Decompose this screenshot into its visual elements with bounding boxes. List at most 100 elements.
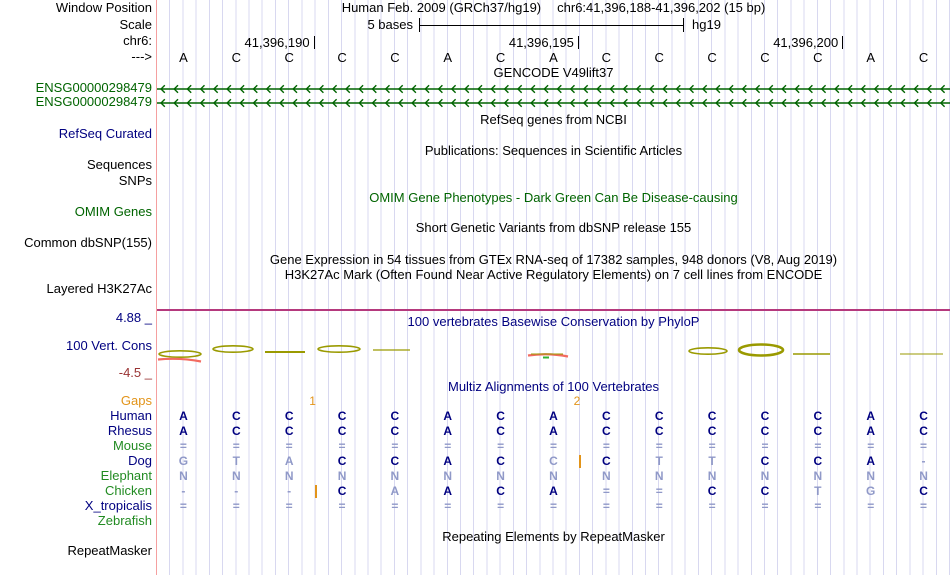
alignment-cell: =: [867, 499, 875, 513]
track-area-left-border: [156, 0, 157, 575]
alignment-cell: C: [496, 424, 505, 438]
alignment-cell: C: [390, 454, 400, 468]
strand-direction-label: --->: [131, 49, 152, 64]
base-letter: C: [495, 50, 506, 65]
gene-id-label[interactable]: ENSG00000298479: [35, 80, 152, 95]
gene-strand-arrows[interactable]: [157, 84, 950, 94]
alignment-cell: C: [496, 454, 505, 468]
alignment-cell: C: [284, 424, 294, 438]
coordinate-tick: [313, 36, 315, 49]
alignment-cell: =: [602, 439, 610, 453]
gap-count-marker: 2: [573, 394, 581, 408]
gene-strand-arrows[interactable]: [157, 98, 950, 108]
alignment-cell: T: [232, 454, 240, 468]
alignment-cell: G: [866, 484, 876, 498]
alignment-cell: C: [231, 424, 241, 438]
alignment-cell: N: [813, 469, 823, 483]
alignment-cell: N: [919, 469, 928, 483]
conservation-track-label[interactable]: 100 Vert. Cons: [66, 338, 152, 353]
alignment-cell: T: [814, 484, 822, 498]
species-label-mouse[interactable]: Mouse: [112, 438, 152, 453]
species-label-human[interactable]: Human: [110, 408, 152, 423]
base-letter: C: [284, 50, 294, 65]
species-label-zebrafish[interactable]: Zebrafish: [97, 513, 152, 528]
alignment-cell: =: [497, 439, 505, 453]
alignment-cell: N: [549, 469, 558, 483]
alignment-cell: C: [284, 409, 294, 423]
gene-id-label[interactable]: ENSG00000298479: [35, 94, 152, 109]
alignment-cell: =: [285, 499, 293, 513]
alignment-cell: =: [655, 484, 663, 498]
alignment-cell: C: [707, 484, 717, 498]
sequences-label[interactable]: Sequences: [86, 157, 152, 172]
alignment-cell: A: [443, 484, 453, 498]
species-label-rhesus[interactable]: Rhesus: [107, 423, 152, 438]
alignment-cell: C: [813, 409, 823, 423]
gencode-track-title: GENCODE V49lift37: [493, 65, 614, 80]
alignment-cell: =: [549, 499, 557, 513]
scale-bar-right-tick: [683, 18, 684, 32]
alignment-cell: =: [338, 499, 346, 513]
alignment-cell: C: [919, 409, 928, 423]
multiz-track-title: Multiz Alignments of 100 Vertebrates: [447, 379, 659, 394]
conservation-wiggle-plot[interactable]: [157, 338, 950, 368]
insertion-marker-chicken: [314, 485, 317, 498]
conservation-track-border: [157, 309, 950, 311]
alignment-cell: C: [602, 424, 611, 438]
snps-label[interactable]: SNPs: [118, 173, 152, 188]
alignment-row-mouse[interactable]: ===============: [157, 439, 950, 454]
position-header: Human Feb. 2009 (GRCh37/hg19) chr6:41,39…: [157, 1, 950, 15]
alignment-cell: =: [920, 439, 928, 453]
alignment-cell: =: [391, 439, 399, 453]
assembly-tag: hg19: [692, 17, 721, 32]
alignment-cell: C: [707, 424, 717, 438]
gaps-row-label: Gaps: [120, 393, 152, 408]
alignment-cell: =: [497, 499, 505, 513]
gtex-track-title: Gene Expression in 54 tissues from GTEx …: [269, 252, 838, 267]
alignment-cell: N: [337, 469, 347, 483]
species-label-chicken[interactable]: Chicken: [105, 483, 152, 498]
alignment-cell: A: [866, 409, 876, 423]
alignment-cell: A: [390, 484, 400, 498]
wiggle-shape: [158, 350, 202, 359]
alignment-cell: A: [549, 409, 558, 423]
base-letter: A: [866, 50, 876, 65]
alignment-cell: =: [602, 499, 610, 513]
alignment-cell: N: [866, 469, 876, 483]
omim-genes-label[interactable]: OMIM Genes: [74, 204, 152, 219]
alignment-row-x_tropicalis[interactable]: ===============: [157, 499, 950, 514]
alignment-cell: A: [549, 424, 558, 438]
scale-value: 5 bases: [367, 17, 413, 32]
alignment-cell: A: [549, 484, 558, 498]
alignment-cell: =: [761, 499, 769, 513]
species-label-dog[interactable]: Dog: [128, 453, 152, 468]
layered-h3k27ac-label[interactable]: Layered H3K27Ac: [46, 281, 152, 296]
alignment-cell: C: [337, 484, 347, 498]
alignment-cell: =: [655, 499, 663, 513]
h3k27ac-track-title: H3K27Ac Mark (Often Found Near Active Re…: [284, 267, 823, 282]
common-dbsnp-label[interactable]: Common dbSNP(155): [24, 235, 152, 250]
alignment-cell: C: [813, 454, 823, 468]
alignment-cell: T: [655, 454, 663, 468]
alignment-cell: C: [654, 424, 664, 438]
alignment-cell: =: [179, 439, 187, 453]
base-letter: A: [179, 50, 188, 65]
base-letter: C: [707, 50, 717, 65]
repeatmasker-track-title: Repeating Elements by RepeatMasker: [442, 529, 665, 544]
species-label-elephant[interactable]: Elephant: [100, 468, 152, 483]
alignment-cell: =: [708, 439, 716, 453]
repeatmasker-label[interactable]: RepeatMasker: [67, 543, 152, 558]
alignment-cell: =: [338, 439, 346, 453]
species-label-x_tropicalis[interactable]: X_tropicalis: [84, 498, 152, 513]
publications-track-title: Publications: Sequences in Scientific Ar…: [424, 143, 683, 158]
alignment-cell: =: [920, 499, 928, 513]
alignment-cell: C: [337, 454, 347, 468]
scale-bar: [419, 25, 684, 26]
wiggle-shape: [688, 347, 728, 356]
refseq-curated-label[interactable]: RefSeq Curated: [58, 126, 152, 141]
